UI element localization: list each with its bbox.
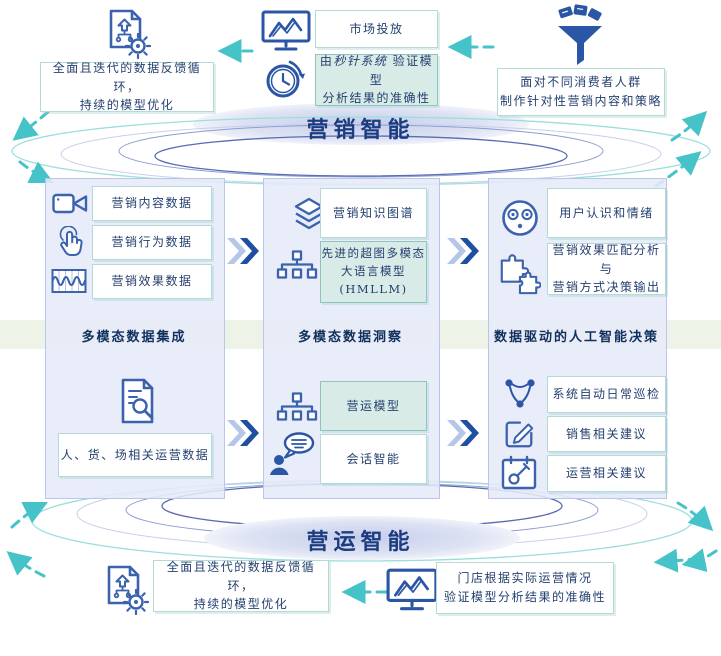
marketing-content-data-box: 营销内容数据 (92, 186, 212, 221)
feedback-line-1: 全面且迭代的数据反馈循环， (52, 61, 202, 94)
clock-refresh-icon (266, 60, 305, 98)
store-verify-line-2: 验证模型分析结果的准确性 (443, 590, 606, 604)
feedback-loop-box-bottom: 全面且迭代的数据反馈循环， 持续的模型优化 (153, 560, 329, 612)
effect-match-line-1: 营销效果匹配分析与 (552, 243, 661, 276)
marketing-effect-data-box: 营销效果数据 (92, 264, 212, 299)
caption-data-integration: 多模态数据集成 (81, 330, 187, 345)
feedback-loop-box-top: 全面且迭代的数据反馈循环， 持续的模型优化 (40, 61, 214, 113)
hmllm-line-2: 大语言模型 (341, 264, 406, 279)
marketing-intelligence-title: 营销智能 (306, 117, 415, 143)
robot-face-icon (502, 200, 538, 236)
network-nodes-icon (505, 379, 535, 408)
conversation-intelligence-label: 会话智能 (346, 451, 401, 466)
audience-strategy-box: 面对不同消费者人群 制作针对性营销内容和策略 (497, 68, 665, 116)
audience-line-1: 面对不同消费者人群 (520, 75, 642, 90)
auto-inspection-box: 系统自动日常巡检 (547, 376, 666, 413)
sales-advice-label: 销售相关建议 (565, 426, 647, 441)
marketing-content-data-label: 营销内容数据 (111, 196, 193, 211)
loop-arrow-bottom-left-out (6, 551, 46, 578)
marketing-behavior-data-label: 营销行为数据 (111, 235, 193, 250)
auto-inspection-label: 系统自动日常巡检 (552, 387, 661, 402)
pencil-edit-icon (505, 421, 534, 448)
sales-advice-box: 销售相关建议 (547, 416, 666, 452)
miaozhen-verify-box: 由秒针系统 验证模型 分析结果的准确性 (315, 54, 438, 106)
user-cognition-emotion-label: 用户认识和情绪 (559, 205, 654, 220)
operations-platform-ellipse (204, 516, 520, 560)
puzzle-icon (500, 254, 541, 295)
operations-advice-label: 运营相关建议 (565, 466, 647, 481)
operations-advice-box: 运营相关建议 (547, 455, 666, 492)
chevron-arrow-right-top (447, 238, 479, 264)
hmllm-line-3: (HMLLM) (339, 281, 408, 296)
store-verify-box: 门店根据实际运营情况 验证模型分析结果的准确性 (436, 562, 614, 614)
operations-intelligence-title: 营运智能 (306, 529, 415, 555)
effect-match-line-2: 营销方式决策输出 (552, 280, 661, 295)
miaozhen-brand: 秒针系统 (333, 54, 388, 69)
monitor-chart-icon (261, 10, 311, 51)
marketing-effect-data-label: 营销效果数据 (111, 274, 193, 289)
hmllm-line-1: 先进的超图多模态 (321, 246, 426, 261)
knowledge-graph-label: 营销知识图谱 (332, 205, 414, 220)
user-cognition-emotion-box: 用户认识和情绪 (547, 188, 666, 238)
loop-arrow-bottom-left-up (10, 501, 49, 529)
feedback-line-2: 持续的模型优化 (79, 98, 175, 113)
operations-model-label: 营运模型 (346, 398, 401, 413)
loop-arrow-bottom-right-down (676, 501, 714, 532)
feedback-bottom-line-2: 持续的模型优化 (193, 597, 289, 612)
knowledge-graph-box: 营销知识图谱 (320, 188, 427, 238)
operations-model-box: 营运模型 (320, 381, 427, 431)
funnel-content-icon (558, 4, 602, 65)
caption-ai-decision: 数据驱动的人工智能决策 (493, 330, 659, 345)
waveform-chart-icon (51, 269, 87, 293)
chevron-arrow-left-top (227, 238, 259, 264)
flow-arrow-edge-to-store (653, 548, 700, 573)
hand-click-icon (59, 226, 83, 256)
people-goods-place-data-label: 人、货、场相关运营数据 (60, 447, 210, 462)
store-verify-line-1: 门店根据实际运营情况 (457, 571, 593, 586)
layers-icon (294, 197, 324, 230)
monitor-chart-icon-bottom (386, 568, 438, 611)
market-launch-box: 市场投放 (315, 10, 438, 48)
document-gear-icon (109, 9, 152, 60)
person-chat-icon (270, 432, 315, 475)
chevron-arrow-left-bottom (227, 420, 259, 446)
market-launch-label: 市场投放 (349, 21, 404, 36)
video-camera-icon (52, 193, 88, 214)
loop-arrow-top-right (670, 110, 708, 142)
chevron-arrow-right-bottom (447, 420, 479, 446)
loop-arrow-bottom-right-in (681, 548, 718, 572)
people-goods-place-data-box: 人、货、场相关运营数据 (58, 433, 212, 477)
verify-line-1: 由秒针系统 验证模型 (319, 54, 434, 87)
conversation-intelligence-box: 会话智能 (320, 434, 427, 484)
hierarchy-model-icon (276, 250, 318, 279)
caption-data-insight: 多模态数据洞察 (297, 330, 403, 345)
effect-match-decision-box: 营销效果匹配分析与 营销方式决策输出 (547, 243, 666, 295)
document-gear-icon-bottom (107, 565, 150, 616)
verify-line-2: 分析结果的准确性 (322, 91, 431, 106)
hierarchy-operations-icon (276, 392, 318, 421)
document-search-icon (121, 378, 154, 424)
loop-arrow-top-left (12, 110, 50, 141)
hmllm-model-box: 先进的超图多模态 大语言模型 (HMLLM) (320, 241, 427, 303)
wrench-schedule-icon (501, 455, 537, 490)
audience-line-2: 制作针对性营销内容和策略 (499, 94, 662, 108)
marketing-behavior-data-box: 营销行为数据 (92, 225, 212, 260)
feedback-bottom-line-1: 全面且迭代的数据反馈循环， (166, 560, 316, 593)
